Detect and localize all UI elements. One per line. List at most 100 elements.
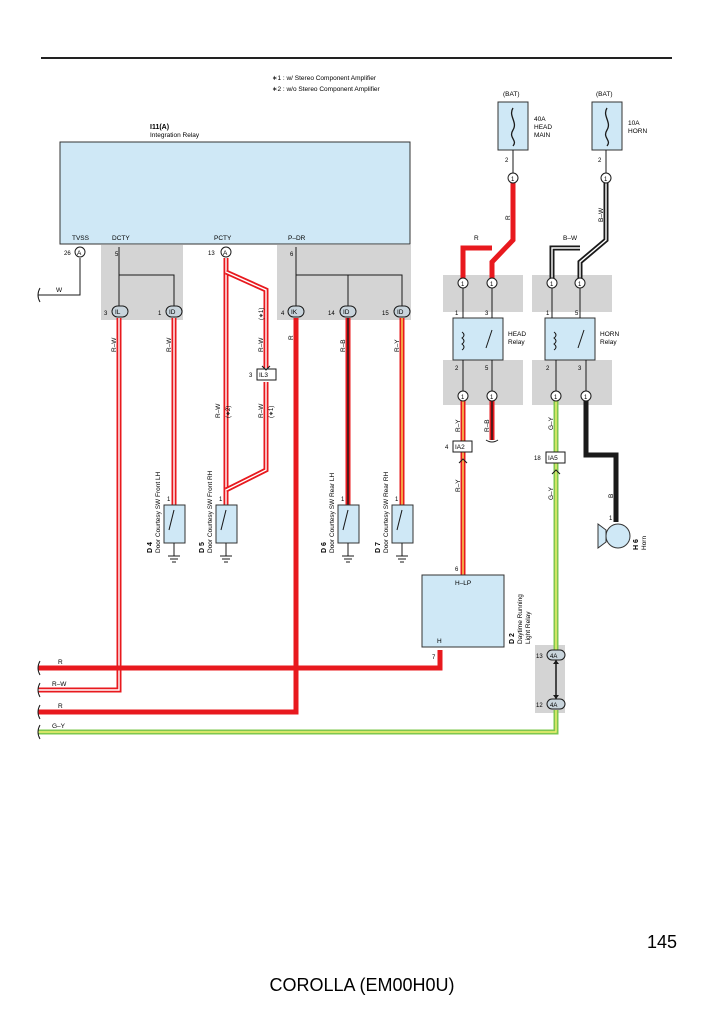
drl-code: D 2 — [509, 633, 516, 644]
switch-d6-pin: 1 — [341, 497, 345, 503]
wire-b-horn — [583, 400, 619, 522]
wire-r-head-split — [460, 245, 492, 280]
label-rw-4: R–W — [215, 403, 222, 418]
switch-d4: 1 D 4 Door Courtesy SW Front LH — [147, 471, 186, 563]
switch-d7-name: Door Courtesy SW Rear RH — [383, 471, 390, 553]
horn-relay-pin2: 2 — [546, 366, 550, 372]
wire-pcty-il3-inner — [225, 271, 267, 368]
label-b: B — [608, 494, 615, 498]
integration-relay-box — [59, 141, 411, 245]
label-rb-head: R–B — [484, 419, 491, 432]
horn-body — [605, 523, 631, 549]
conn-4a-bot-label: 4A — [550, 703, 557, 709]
conn-horn-out-2-label: 1 — [584, 395, 588, 401]
switch-d7-ground-icon — [396, 555, 408, 563]
head-relay-type: Relay — [508, 339, 525, 346]
label-r-split: R — [474, 235, 479, 242]
dcty-tree — [118, 247, 175, 306]
conn-fuse-head-label: 1 — [511, 177, 515, 183]
conn-id-front — [165, 305, 183, 318]
switch-d7: 1 D 7 Door Courtesy SW Rear RH — [375, 471, 414, 563]
conn-horn-in-1-label: 1 — [550, 282, 554, 288]
switch-d6: 1 D 6 Door Courtesy SW Rear LH — [321, 473, 360, 563]
relay-name: Integration Relay — [150, 132, 200, 139]
pin-pcty: PCTY — [214, 235, 232, 242]
drl-name-1: Daytime Running — [517, 594, 524, 644]
switch-d5-ground-icon — [220, 555, 232, 563]
label-bw-fuse: B–W — [598, 207, 605, 222]
ia2-arrow — [458, 458, 468, 464]
wire-rw-il-inner — [38, 318, 120, 691]
conn-head-in-1-label: 1 — [461, 282, 465, 288]
label-r-ik: R — [288, 335, 295, 340]
conn-id-rear-rh-label: ID — [397, 309, 404, 316]
fuse-horn-box — [591, 101, 623, 151]
label-rw-2: R–W — [166, 337, 173, 352]
switch-d6-ground-icon — [342, 555, 354, 563]
switch-d5-name: Door Courtesy SW Front RH — [207, 470, 214, 553]
fuse-head-box — [497, 101, 529, 151]
conn-4a-bot-num: 12 — [536, 703, 543, 709]
shade-horn-relay-in — [532, 275, 612, 312]
conn-il — [111, 305, 129, 318]
label-rw-5: R–W — [258, 403, 265, 418]
wire-gy-bus — [38, 710, 559, 735]
switch-d4-box — [163, 504, 186, 544]
drl-pin-bot: 7 — [432, 655, 436, 661]
horn-name: Horn — [641, 536, 648, 550]
label-rw-1: R–W — [111, 337, 118, 352]
switch-d6-name: Door Courtesy SW Rear LH — [329, 473, 336, 553]
horn-relay-type: Relay — [600, 339, 617, 346]
footer-model: COROLLA (EM00H0U) — [269, 975, 455, 995]
wire-gy-bus-inner — [38, 710, 557, 733]
head-relay-name: HEAD — [508, 331, 526, 338]
fuse-head-icon — [510, 107, 516, 147]
conn-head-in-2-label: 1 — [490, 282, 494, 288]
horn-code: H 6 — [633, 539, 640, 550]
switch-d4-name: Door Courtesy SW Front LH — [155, 471, 162, 553]
conn-horn-in-2-label: 1 — [578, 282, 582, 288]
pin-dcty: DCTY — [112, 235, 130, 242]
conn-4a-top-label: 4A — [550, 654, 557, 660]
wire-rb-head — [485, 400, 499, 443]
drl-relay-box — [421, 574, 505, 648]
conn-pcty-letter: A — [223, 250, 228, 257]
conn-il-num: 3 — [104, 311, 108, 317]
conn-id-rear-lh-label: ID — [343, 309, 350, 316]
conn-4a-arrow-up — [553, 660, 559, 664]
label-star1-b: (∗1) — [269, 406, 275, 418]
fuse-horn-pin: 2 — [598, 158, 602, 164]
wire-bw-main-outer — [577, 183, 609, 280]
horn-pin: 1 — [609, 516, 613, 522]
fuse-head-line2: HEAD — [534, 124, 552, 131]
conn-head-out-1-label: 1 — [461, 395, 465, 401]
label-ry-drl: R–Y — [455, 479, 462, 492]
horn-icon — [597, 523, 607, 549]
drl-name-2: Light Relay — [525, 611, 532, 644]
conn-pcty-num: 13 — [208, 251, 215, 257]
label-r-bus1: R — [58, 659, 63, 666]
wire-rw-il-outer — [38, 318, 122, 693]
conn-id-rear-lh — [339, 305, 357, 318]
conn-id-rear-rh-num: 15 — [382, 311, 389, 317]
conn-ia2-num: 4 — [445, 445, 449, 451]
note-2: ∗2 : w/o Stereo Component Amplifier — [272, 86, 381, 93]
wire-rw-il — [38, 318, 122, 693]
conn-ia2 — [452, 440, 473, 453]
drl-pin-top: 6 — [455, 567, 459, 573]
switch-d7-contact — [396, 509, 403, 531]
label-w: W — [56, 287, 63, 294]
horn-relay-box — [544, 317, 596, 361]
conn-fuse-horn-label: 1 — [604, 177, 608, 183]
pin-pdr: P–DR — [288, 235, 306, 242]
conn-il3-label: IL3 — [259, 372, 268, 379]
conn-id-rear-lh-num: 14 — [328, 311, 335, 317]
switch-d5-code: D 5 — [199, 542, 206, 553]
label-star2: (∗2) — [226, 406, 232, 418]
label-r-bus2: R — [58, 703, 63, 710]
il3-arrow — [261, 365, 271, 371]
conn-horn-out-1-label: 1 — [554, 395, 558, 401]
label-r-fuse: R — [505, 215, 512, 220]
wire-rw-pcty — [223, 258, 269, 505]
wire-rb-head-break — [485, 439, 499, 443]
